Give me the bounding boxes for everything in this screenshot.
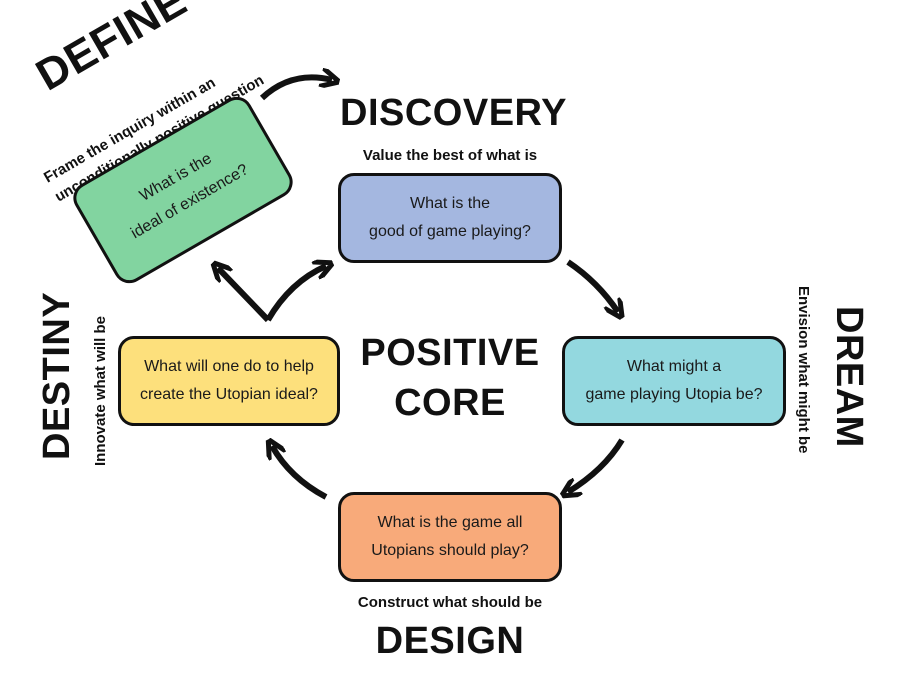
destiny-box: What will one do to help create the Utop…	[118, 336, 340, 426]
destiny-subtitle: Innovate what will be	[92, 315, 109, 466]
arrow-discovery-to-dream	[566, 259, 618, 312]
discovery-box: What is the good of game playing?	[338, 173, 562, 263]
dream-title: DREAM	[828, 306, 870, 448]
design-box: What is the game all Utopians should pla…	[338, 492, 562, 582]
destiny-box-line1: What will one do to help	[144, 358, 314, 375]
arrow-destiny-to-define	[218, 268, 271, 323]
dream-box-line1: What might a	[626, 358, 722, 375]
core-line2: CORE	[394, 382, 506, 424]
design-title: DESIGN	[375, 620, 525, 662]
arrow-define-to-discovery	[259, 77, 332, 101]
arrow-destiny-to-discovery	[265, 266, 326, 322]
discovery-subtitle: Value the best of what is	[362, 147, 538, 164]
dream-box-line2: game playing Utopia be?	[585, 386, 763, 403]
destiny-title: DESTINY	[36, 291, 78, 460]
dream-box: What might a game playing Utopia be?	[562, 336, 786, 426]
design-box-line1: What is the game all	[377, 514, 523, 531]
core-line1: POSITIVE	[360, 332, 540, 374]
discovery-title: DISCOVERY	[340, 92, 567, 134]
arrow-design-to-destiny	[272, 446, 328, 500]
dream-subtitle: Envision what might be	[795, 286, 812, 454]
discovery-box-line2: good of game playing?	[369, 223, 531, 240]
design-subtitle: Construct what should be	[357, 594, 543, 611]
discovery-box-line1: What is the	[409, 195, 491, 212]
design-box-line2: Utopians should play?	[371, 542, 529, 559]
destiny-box-line2: create the Utopian ideal?	[140, 386, 318, 403]
arrow-dream-to-design	[568, 438, 625, 492]
